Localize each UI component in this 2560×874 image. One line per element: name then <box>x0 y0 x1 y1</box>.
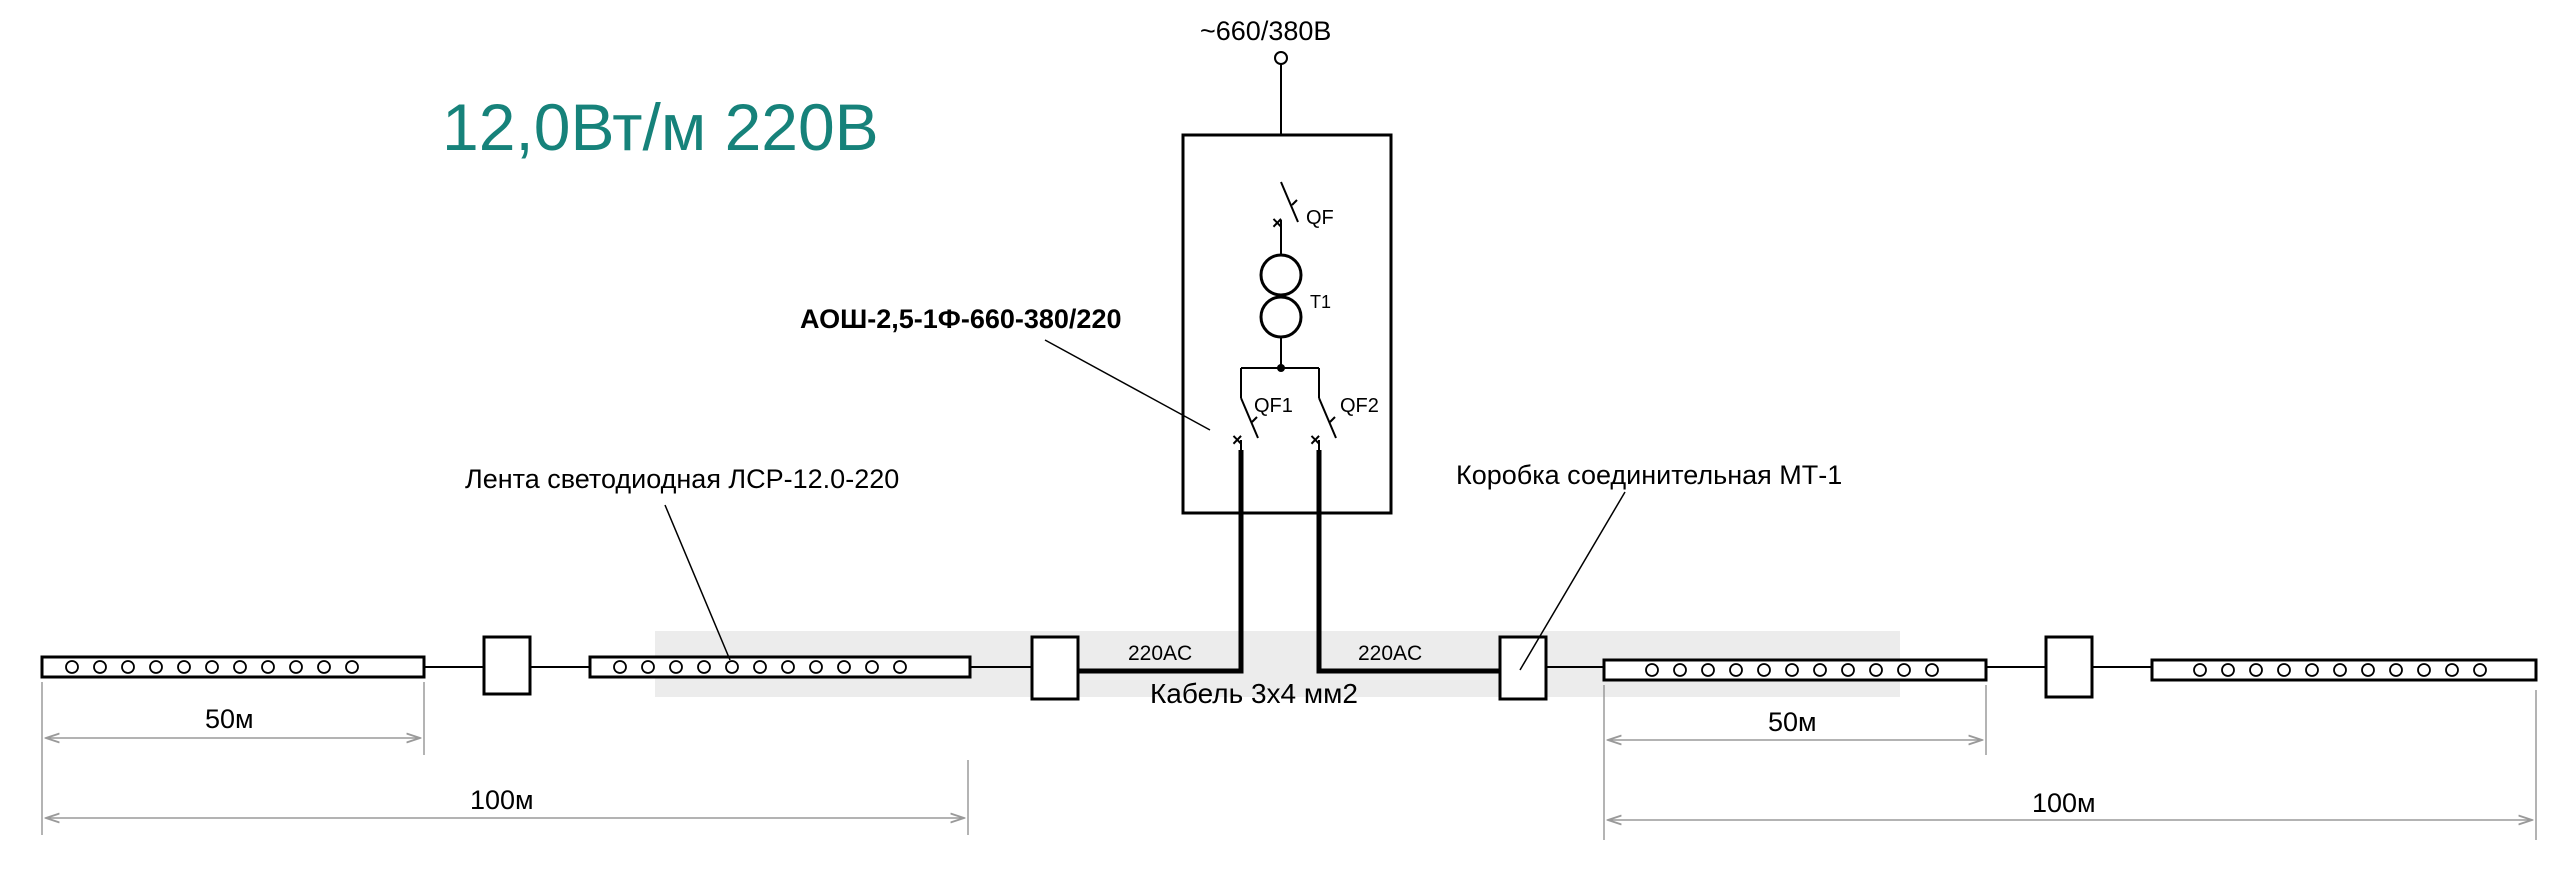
led-dot <box>1841 663 1855 677</box>
led-dot <box>205 660 219 674</box>
main-breaker-label: QF <box>1306 207 1334 229</box>
junction-box-right-outer <box>2044 635 2094 699</box>
line-voltage-right: 220AC <box>1358 642 1422 665</box>
diagram-title: 12,0Вт/м 220В <box>442 90 879 164</box>
dimension-right-total <box>1603 690 2537 840</box>
led-strip-label: Лента светодиодная ЛСР-12.0-220 <box>465 464 899 494</box>
led-dot <box>317 660 331 674</box>
dimension-left-total <box>41 755 969 835</box>
led-dot <box>1869 663 1883 677</box>
dimension-right-segment-label: 50м <box>1768 707 1817 737</box>
led-dot <box>1813 663 1827 677</box>
breaker-qf1-symbol: × <box>1232 397 1259 450</box>
led-dot <box>697 660 711 674</box>
led-dot <box>2417 663 2431 677</box>
breaker-qf2-symbol: × <box>1310 397 1337 450</box>
breaker-qf1-label: QF1 <box>1254 395 1293 417</box>
led-dot <box>1673 663 1687 677</box>
transformer-symbol <box>1259 250 1303 368</box>
led-dot <box>2473 663 2487 677</box>
junction-box-label: Коробка соединительная МТ-1 <box>1456 460 1842 490</box>
led-dot <box>2277 663 2291 677</box>
dimension-right-total-label: 100м <box>2032 788 2096 818</box>
led-dot <box>177 660 191 674</box>
supply-terminal <box>1274 51 1288 65</box>
led-dot <box>753 660 767 674</box>
transformer-label: T1 <box>1310 292 1331 312</box>
feeder-cables <box>1078 450 1500 674</box>
led-dot <box>2333 663 2347 677</box>
led-strip-leader-line <box>664 504 731 661</box>
cabinet-leader-line <box>1044 339 1211 431</box>
led-dot <box>1925 663 1939 677</box>
led-dot <box>2249 663 2263 677</box>
led-dot <box>1645 663 1659 677</box>
led-dot <box>1757 663 1771 677</box>
led-dot <box>149 660 163 674</box>
led-dot <box>2305 663 2319 677</box>
led-dot <box>261 660 275 674</box>
led-dot <box>781 660 795 674</box>
led-dot <box>725 660 739 674</box>
svg-text:×: × <box>1310 430 1321 450</box>
led-dot <box>345 660 359 674</box>
led-dot <box>1729 663 1743 677</box>
led-dot <box>2193 663 2207 677</box>
led-dot <box>121 660 135 674</box>
led-dot <box>837 660 851 674</box>
led-strip-left-inner <box>588 655 972 679</box>
junction-box-left-center <box>1030 635 1080 701</box>
dimension-left-segment <box>41 682 425 755</box>
led-dot <box>65 660 79 674</box>
led-dot <box>613 660 627 674</box>
led-strip-right-inner <box>1602 658 1988 682</box>
main-breaker-symbol: × <box>1272 181 1299 250</box>
cable-label: Кабель 3х4 мм2 <box>1150 678 1358 709</box>
led-dot <box>2445 663 2459 677</box>
junction-box-right-center <box>1498 635 1548 701</box>
dimension-right-segment <box>1603 685 1987 755</box>
led-dot <box>669 660 683 674</box>
led-dot <box>233 660 247 674</box>
led-strip-left-outer <box>40 655 426 679</box>
led-dot <box>893 660 907 674</box>
led-dot <box>1701 663 1715 677</box>
led-dot <box>289 660 303 674</box>
led-dot <box>1785 663 1799 677</box>
led-dot <box>2389 663 2403 677</box>
junction-box-left-outer <box>482 635 532 696</box>
junction-leader-line <box>1519 491 1626 671</box>
led-dot <box>2221 663 2235 677</box>
supply-voltage-label: ~660/380В <box>1200 16 1331 46</box>
led-dot <box>865 660 879 674</box>
cabinet-model-label: АОШ-2,5-1Ф-660-380/220 <box>800 304 1121 334</box>
cabinet-enclosure <box>1181 133 1393 515</box>
led-dot <box>641 660 655 674</box>
svg-text:×: × <box>1272 213 1283 233</box>
line-voltage-left: 220AC <box>1128 642 1192 665</box>
led-dot <box>809 660 823 674</box>
led-strip-right-outer <box>2150 658 2538 682</box>
svg-text:×: × <box>1232 430 1243 450</box>
led-dot <box>93 660 107 674</box>
breaker-qf2-label: QF2 <box>1340 395 1379 417</box>
led-dot <box>2361 663 2375 677</box>
led-dot <box>1897 663 1911 677</box>
dimension-left-total-label: 100м <box>470 785 534 815</box>
dimension-left-segment-label: 50м <box>205 704 254 734</box>
